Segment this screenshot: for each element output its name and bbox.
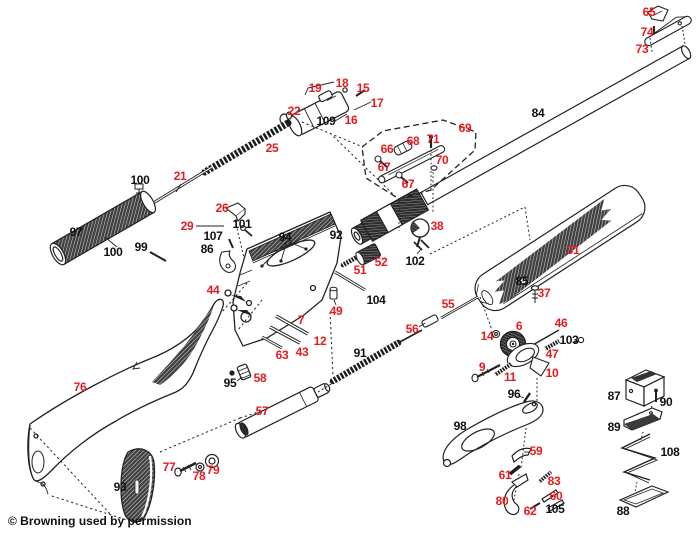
spring-and-tube-drawing: [134, 119, 292, 207]
stock-drawing: [27, 282, 319, 522]
trigger-guard-drawing: [442, 400, 544, 501]
barrel-drawing: [350, 45, 692, 245]
hammer-group-drawing: [471, 329, 585, 420]
front-sight-drawing: [644, 5, 692, 53]
buffer-drawing: [229, 363, 331, 439]
rear-sight-group-drawing: [361, 119, 477, 231]
magazine-drawing: [618, 369, 670, 508]
outer-tube-drawing: [49, 190, 167, 266]
breech-parts-drawing: [334, 218, 430, 292]
receiver-drawing: [224, 211, 342, 347]
forearm-drawing: [429, 184, 646, 312]
trigger-group-drawing: [503, 464, 565, 516]
action-spring-drawing: [317, 295, 493, 393]
construction-lines: [301, 121, 397, 376]
recoil-pad-drawing: [120, 448, 220, 523]
cartridge-guide-drawing: [196, 202, 261, 295]
receiver-pins-drawing: [261, 286, 338, 350]
bolt-group-drawing: [279, 81, 372, 137]
copyright-notice: © Browning used by permission: [8, 514, 192, 528]
